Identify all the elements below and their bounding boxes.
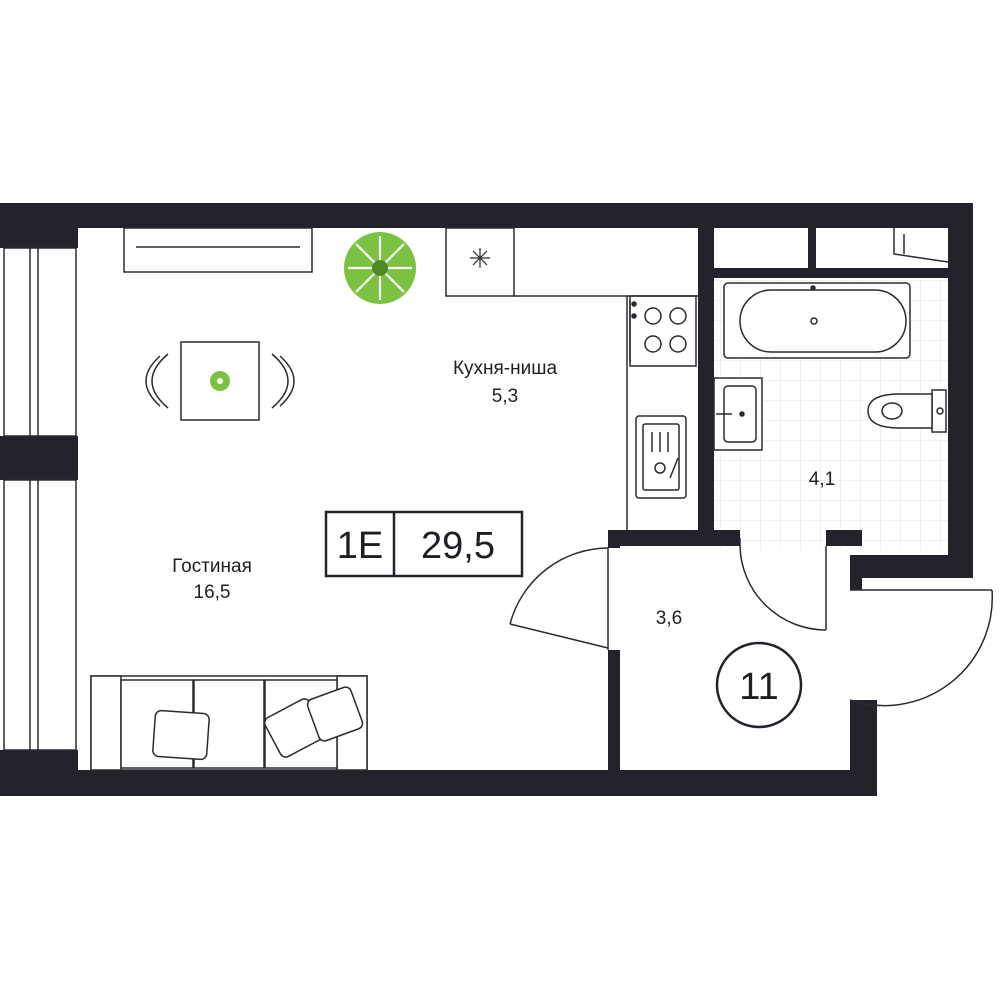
sink-faucet-icon [651,432,679,479]
fridge-snowflake-icon [470,248,490,268]
walls [0,203,973,796]
service-niche-detail [893,228,949,263]
sofa-icon [90,675,368,771]
window-left-lower [3,479,77,751]
stove-burners-icon [631,301,687,353]
apartment-total-area: 29,5 [421,525,495,567]
apartment-type: 1E [337,525,383,567]
plant-icon [344,232,416,304]
kitchen-area: 5,3 [492,386,518,407]
toilet-icon [867,389,947,433]
bathtub-icon [723,282,911,359]
living-room-area: 16,5 [194,582,231,603]
kitchen-name: Кухня-ниша [453,358,558,379]
apartment-badge: 1E 29,5 [324,510,524,578]
wall-shelf [123,227,313,273]
table-flower-icon [210,371,230,391]
bathroom-area: 4,1 [809,469,835,490]
hallway-area: 3,6 [656,608,682,629]
kitchen-counter [445,227,698,530]
unit-number: 11 [739,666,778,708]
window-left-upper [3,247,77,437]
unit-number-badge: 11 [715,641,803,729]
washbasin-icon [713,377,763,451]
doors [509,538,994,707]
living-room-name: Гостиная [172,556,252,577]
